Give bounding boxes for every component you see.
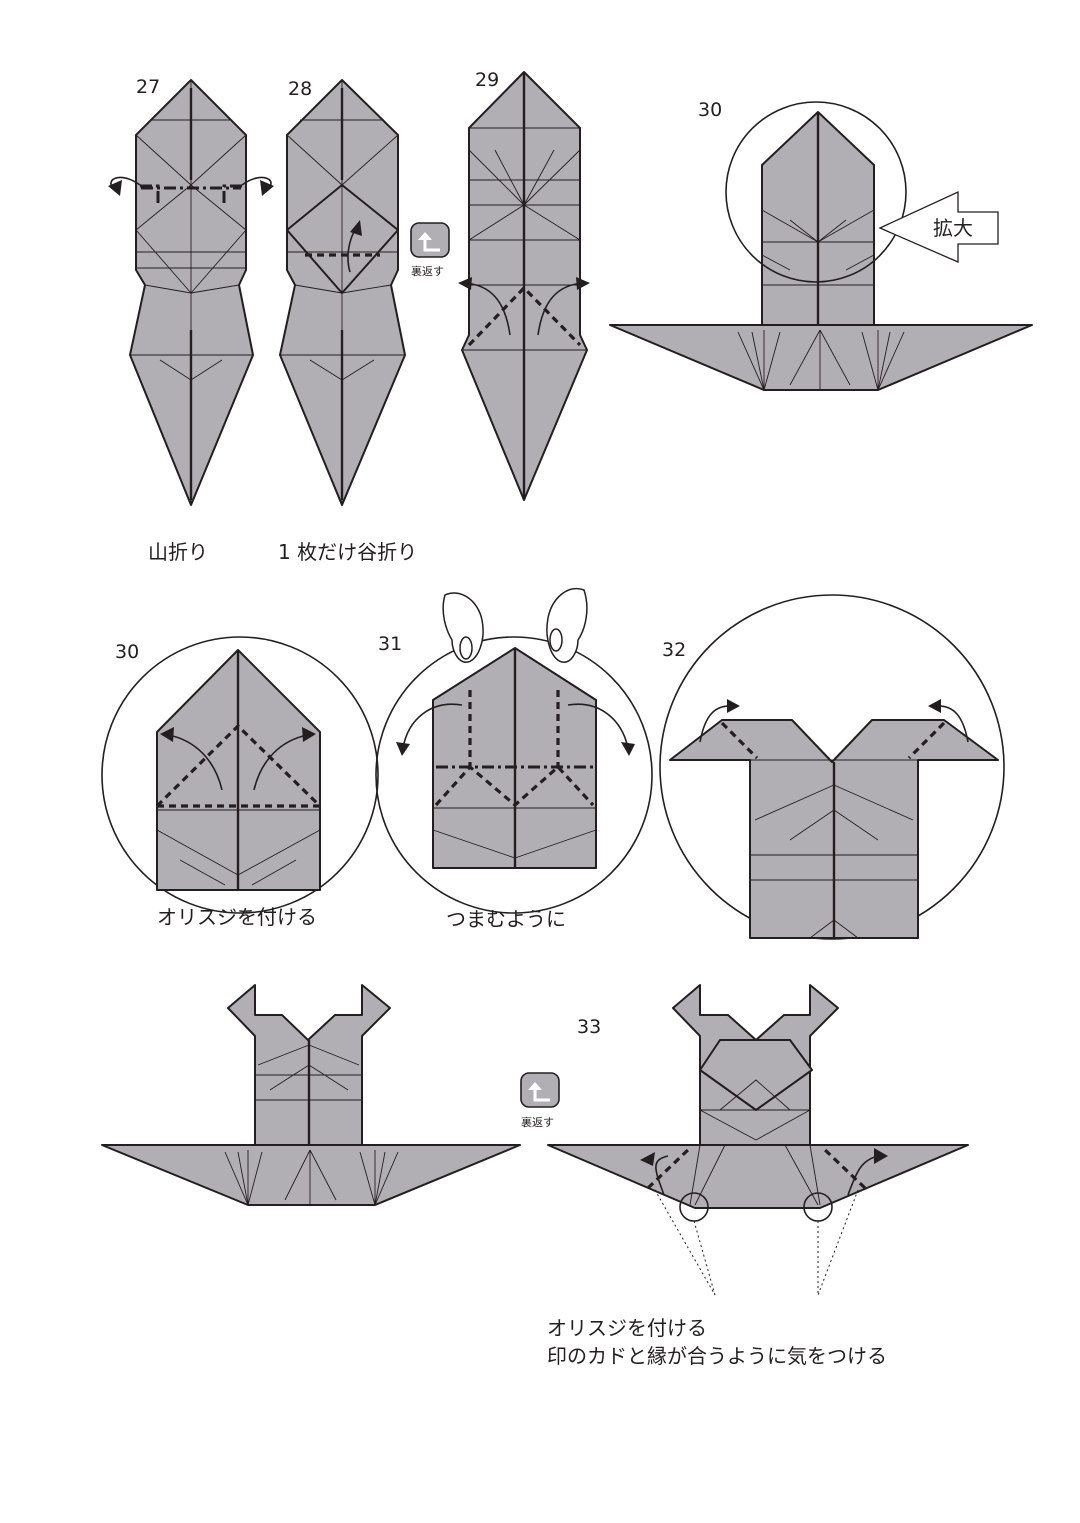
step-number-33: 33 [577, 1016, 601, 1038]
turn-over-label-1: 裏返す [411, 264, 444, 278]
step-number-31: 31 [378, 633, 402, 655]
caption-one-layer-valley-fold: 1 枚だけ谷折り [278, 540, 417, 564]
caption-align-corner-edge: 印のカドと縁が合うように気をつける [547, 1344, 887, 1368]
step-28-figure [279, 79, 406, 506]
step-33-figure [547, 984, 969, 1296]
step-number-27: 27 [136, 76, 160, 98]
step-31-figure [375, 587, 653, 914]
step-number-29: 29 [475, 69, 499, 91]
step-30-overview-figure [609, 101, 1033, 391]
step-30-detail-figure [101, 636, 379, 914]
step-number-30-detail: 30 [115, 641, 139, 663]
step-27-figure [108, 79, 274, 506]
caption-mountain-fold: 山折り [148, 540, 208, 564]
step-29-figure [458, 71, 590, 501]
step-number-30-top: 30 [698, 99, 722, 121]
turn-over-label-2: 裏返す [521, 1115, 554, 1129]
caption-pinch: つまむように [446, 907, 566, 931]
caption-crease-b: オリスジを付ける [547, 1316, 707, 1340]
step-number-32: 32 [662, 639, 686, 661]
step-32-figure [659, 594, 1005, 940]
turn-over-icon [410, 222, 450, 258]
step-32-result-figure [101, 984, 521, 1206]
turn-over-icon-2 [520, 1072, 560, 1108]
step-number-28: 28 [288, 78, 312, 100]
enlarge-label: 拡大 [933, 216, 973, 240]
caption-crease-a: オリスジを付ける [157, 905, 317, 929]
